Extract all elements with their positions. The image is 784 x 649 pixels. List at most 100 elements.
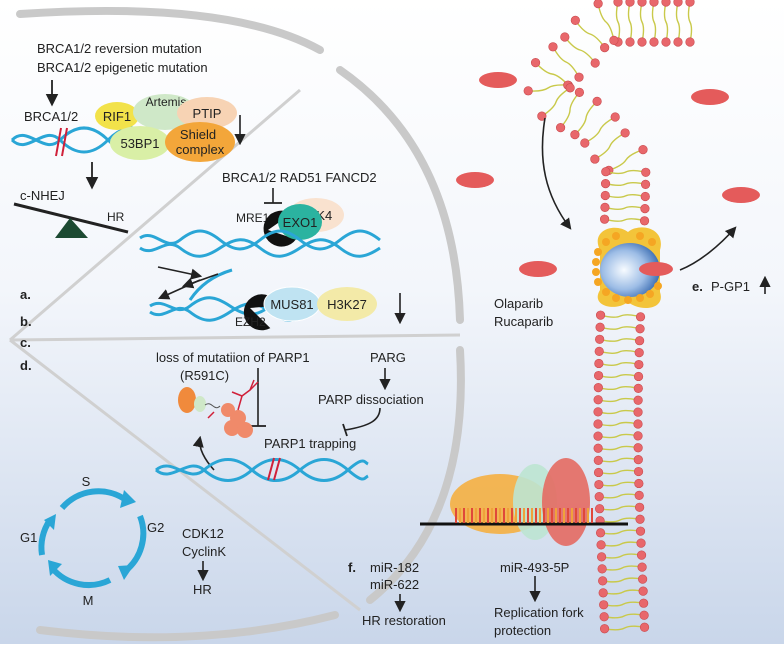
lipid-head [593,455,603,465]
lipid-tail [574,100,598,136]
hr-label-cycle: HR [193,582,212,597]
lipid-head [649,0,659,7]
lipid-head [599,612,609,622]
lipid-head [633,419,643,429]
mir182-label: miR-182 [370,560,419,575]
mir493-label: miR-493-5P [500,560,569,575]
parp-domain-6 [237,422,253,438]
artemis-protein [133,94,197,130]
lipid-tail [535,62,569,86]
shield-label-1: Shield [180,127,216,142]
lipid-head [592,96,602,106]
mirna-ticks [455,508,593,523]
lipid-head [595,322,605,332]
lipid-tail [627,1,633,43]
drug-molecule [479,72,517,88]
lipid-head [635,324,645,334]
parp-linker [204,403,221,409]
panel-f: f. miR-182 miR-622 HR restoration miR-49… [348,458,628,638]
lipid-head [523,86,533,96]
tag-b: b. [20,314,32,329]
lipid-tail [541,87,571,117]
mutation-label-2: BRCA1/2 epigenetic mutation [37,60,208,75]
lipid-head [593,443,603,453]
h3k27-protein [317,287,377,321]
phase-g2: G2 [147,520,164,535]
lipid-head [640,191,650,202]
lipid-tail [594,132,626,160]
lipid-head [596,540,606,550]
lipid-tail [598,481,639,487]
lipid-tail [598,469,639,475]
lipid-head [596,552,607,562]
lipid-head [649,37,659,47]
lipid-tail [605,169,646,175]
lipid-head [635,514,645,524]
dna-break-d [267,457,281,481]
lipid-head [638,586,648,596]
lipid-head [635,526,646,536]
lipid-tail [552,46,580,78]
lipid-head [598,576,608,586]
lipid-tail [639,1,645,43]
ptip-protein [177,97,237,129]
rif1-label: RIF1 [103,109,131,124]
lipid-head [637,0,647,7]
seesaw-fulcrum [55,218,88,238]
pgp1-pump [592,227,673,308]
lipid-head [600,43,610,53]
fork-label-1: Replication fork [494,605,584,620]
lipid-tail [564,36,596,64]
arrow-b-3 [181,273,219,289]
lipid-head [634,359,644,370]
lipid-head [661,37,671,47]
lipid-head [625,37,635,47]
fork-label-2: protection [494,623,551,638]
lipid-tail [599,505,640,511]
inhibit-dissoc-curve [344,407,381,431]
dna-break-a [55,127,68,157]
lipid-head [673,0,683,7]
lipid-tail [600,541,642,547]
lipid-head [639,216,650,226]
tag-f: f. [348,560,356,575]
lipid-head [635,336,645,346]
pgp1-label: P-GP1 [711,279,750,294]
phase-g1: G1 [20,530,37,545]
lipid-head [595,310,606,320]
cnhej-label: c-NHEJ [20,188,65,203]
lipid-tail [687,1,693,43]
lipid-head [633,383,643,393]
parp-domain-5 [224,420,240,436]
lipid-tail [599,493,640,499]
parp-domain-1 [178,387,196,413]
lipid-head [633,466,644,477]
arrow-b-1 [157,266,203,280]
exo1-protein [278,204,322,240]
trapping-label: PARP1 trapping [264,436,356,451]
inhibit-dissoc-bar [342,423,348,437]
lipid-head [625,0,635,7]
panel-b: BRCA1/2 RAD51 FANCD2 H3K4 MRE11 EXO1 EZH… [20,170,406,331]
lipid-head [634,490,644,500]
mre11-icon [263,210,297,247]
cell-cycle: S G1 G2 M CDK12 CyclinK HR [20,474,226,608]
lipid-head [594,358,604,369]
pump-beads [592,232,662,304]
lipid-tail [574,19,606,49]
lipid-head [593,467,604,478]
53bp1-protein [110,126,170,160]
lipid-tail [560,91,580,129]
seesaw-beam [13,202,129,234]
lipid-head [599,600,609,610]
mir622-label: miR-622 [370,577,419,592]
lipid-tail [597,409,639,415]
lipid-tail [604,625,645,631]
ribosome-large [542,458,590,546]
phase-m: M [83,593,94,608]
lipid-tail [597,421,639,427]
lipid-tail [599,326,641,330]
lipid-tail [603,589,644,595]
lipid-tail [597,3,615,41]
